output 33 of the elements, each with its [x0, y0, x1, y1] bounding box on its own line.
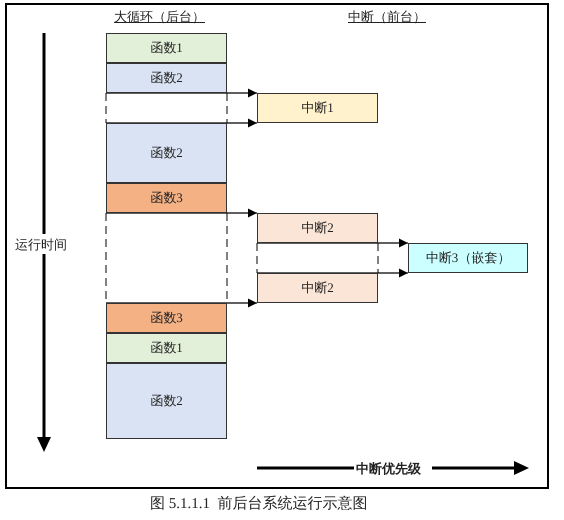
block-label: 中断3（嵌套） [426, 249, 510, 267]
block-label: 函数2 [150, 392, 183, 410]
block-label: 函数3 [150, 309, 183, 327]
block-label: 中断2 [301, 279, 334, 297]
arrow [257, 238, 408, 248]
function-block [106, 123, 227, 183]
block-label: 函数2 [150, 69, 183, 87]
arrow [106, 298, 257, 308]
function-block [106, 303, 227, 333]
block-label: 函数1 [150, 39, 183, 57]
interrupt-block [257, 213, 378, 243]
column-heading: 大循环（后台） [114, 8, 205, 26]
axis-label: 中断优先级 [356, 460, 421, 478]
interrupt-block [408, 243, 528, 273]
column-heading: 中断（前台） [348, 8, 426, 26]
arrow [257, 268, 408, 278]
block-label: 函数1 [150, 339, 183, 357]
arrow [106, 208, 257, 218]
block-label: 函数2 [150, 144, 183, 162]
block-label: 中断2 [301, 219, 334, 237]
arrow [106, 88, 257, 98]
axis-label: 运行时间 [15, 236, 67, 254]
function-block [106, 333, 227, 363]
interrupt-block [257, 93, 378, 123]
function-block [106, 183, 227, 213]
figure-caption: 图 5.1.1.1 前后台系统运行示意图 [150, 494, 368, 513]
function-block [106, 63, 227, 93]
block-label: 中断1 [301, 99, 334, 117]
block-label: 函数3 [150, 189, 183, 207]
interrupt-block [257, 273, 378, 303]
function-block [106, 33, 227, 63]
function-block [106, 363, 227, 439]
arrow [106, 118, 257, 128]
